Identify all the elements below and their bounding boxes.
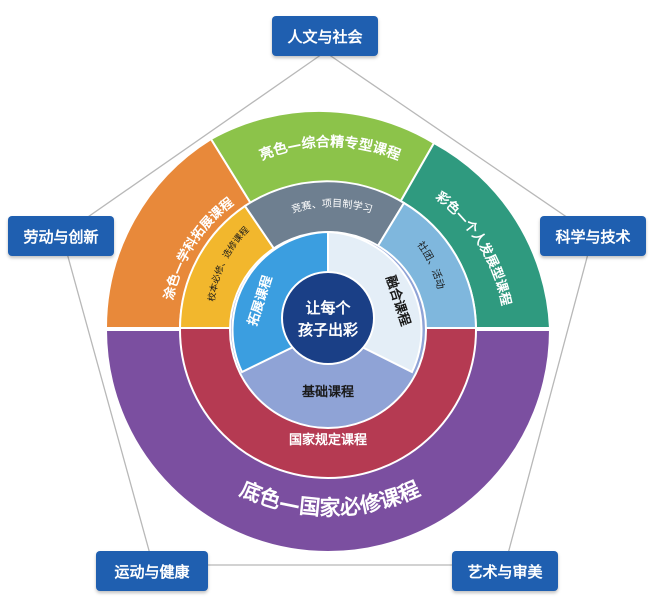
pentagon-outline [61,51,594,566]
center-line-1: 让每个 [305,299,351,317]
corner-left-box: 劳动与创新 [8,216,114,256]
corner-bottom-left-box: 运动与健康 [96,551,208,591]
corner-bottom-right-box: 艺术与审美 [452,551,558,591]
corner-right-box: 科学与技术 [540,216,646,256]
middle-bottom-label: 国家规定课程 [289,432,367,448]
corner-top-box: 人文与社会 [272,16,378,56]
center-circle [281,271,375,365]
inner-bottom-label: 基础课程 [301,384,354,400]
center-line-2: 孩子出彩 [298,321,358,339]
